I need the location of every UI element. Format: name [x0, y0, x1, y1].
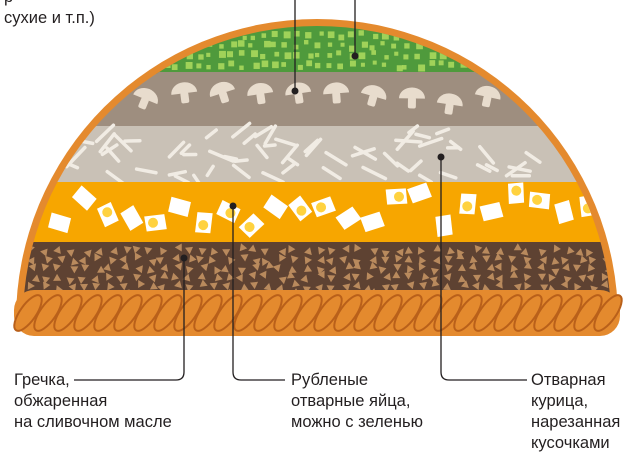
buckwheat-label-line-3: на сливочном масле [14, 412, 172, 433]
chicken-label: Отварная курица, нарезанная кусочками [531, 370, 620, 454]
chicken-label-line-3: нарезанная [531, 412, 620, 433]
chicken-label-line-1: Отварная [531, 370, 620, 391]
chicken-label-line-2: курица, [531, 391, 620, 412]
top-note-line-2: сухие и т.п.) [4, 8, 95, 29]
eggs-label-line-1: Рубленые [291, 370, 423, 391]
eggs-label-line-2: отварные яйца, [291, 391, 423, 412]
chicken-layer [0, 126, 632, 182]
buckwheat-label-line-2: обжаренная [14, 391, 172, 412]
eggs-label-line-3: можно с зеленью [291, 412, 423, 433]
buckwheat-label-line-1: Гречка, [14, 370, 172, 391]
chicken-label-line-4: кусочками [531, 433, 620, 454]
top-note-label: р сухие и т.п.) [4, 0, 95, 29]
top-note-line-1: р [4, 0, 95, 8]
buckwheat-label: Гречка, обжаренная на сливочном масле [14, 370, 172, 433]
eggs-label: Рубленые отварные яйца, можно с зеленью [291, 370, 423, 433]
braided-crust [9, 290, 626, 336]
